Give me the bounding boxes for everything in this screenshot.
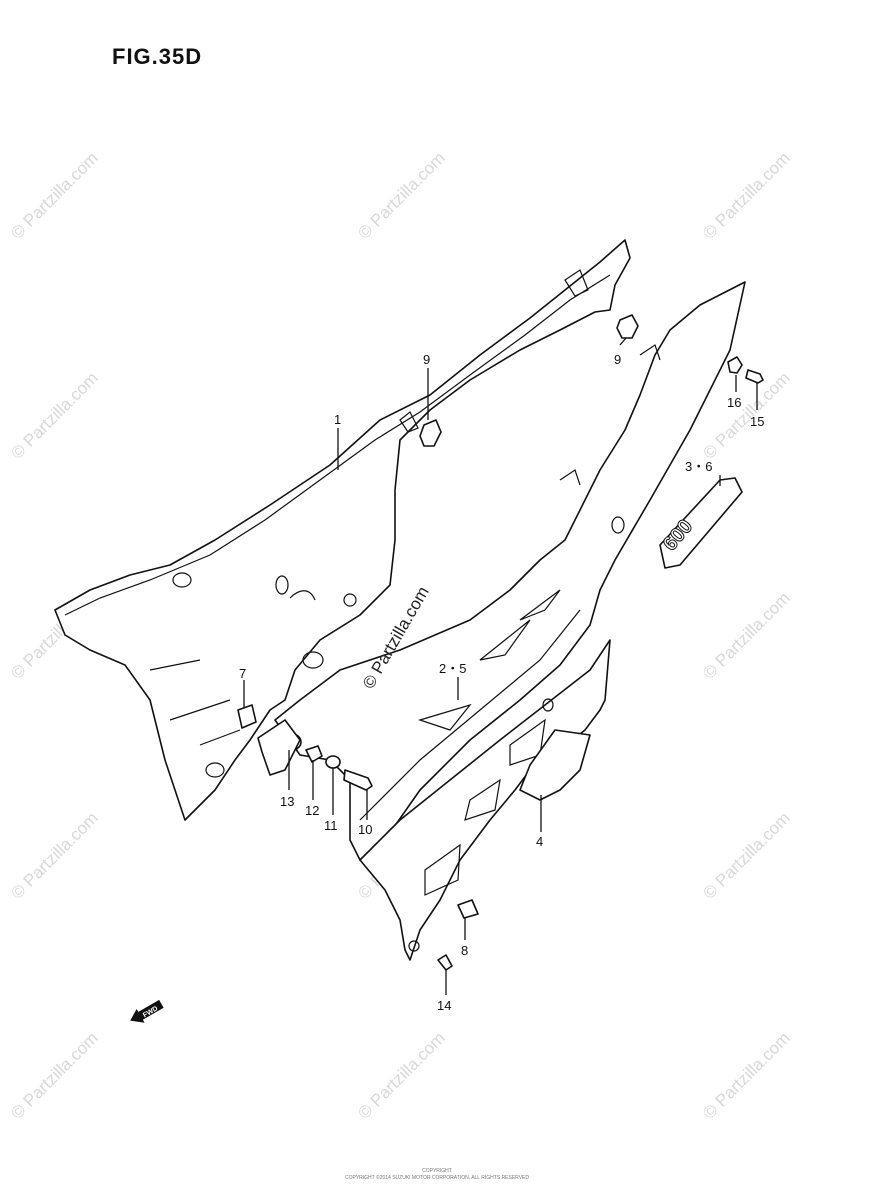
part-2-5-frame-cover — [274, 281, 746, 861]
watermark: © Partzilla.com — [699, 588, 793, 682]
callout-11: 11 — [324, 818, 338, 833]
part-4-lower-panel — [359, 639, 611, 961]
footer-line-2: COPYRIGHT ©2014 SUZUKI MOTOR CORPORATION… — [344, 1175, 529, 1181]
watermark: © Partzilla.com — [7, 808, 101, 902]
watermark: © Partzilla.com — [354, 1028, 448, 1122]
figure-title: FIG.35D — [112, 44, 203, 69]
callout-1: 1 — [334, 412, 341, 427]
part-1-seat-tail-cover — [54, 239, 631, 821]
leader-lines — [243, 337, 758, 995]
callout-7: 7 — [239, 666, 246, 681]
watermark: © Partzilla.com — [699, 1028, 793, 1122]
bracket-7 — [237, 704, 257, 729]
grommet-9-right — [616, 314, 639, 339]
fwd-label: FWD — [142, 1005, 159, 1019]
callout-12: 12 — [305, 803, 319, 818]
watermark: © Partzilla.com — [699, 148, 793, 242]
watermark: © Partzilla.com — [7, 148, 101, 242]
callout-13: 13 — [280, 794, 294, 809]
grommet-9-left — [419, 419, 442, 447]
collar-12 — [305, 745, 323, 763]
watermark: © Partzilla.com — [7, 1028, 101, 1122]
cushion-8 — [457, 899, 479, 919]
bracket-plate — [257, 719, 301, 776]
hardware — [237, 314, 764, 971]
watermark: © Partzilla.com — [7, 368, 101, 462]
screw-15 — [745, 369, 764, 384]
bolt-10 — [343, 769, 373, 791]
callout-4: 4 — [536, 834, 543, 849]
callout-labels: 1 9 9 16 15 3・6 2・5 7 13 12 11 10 4 8 14 — [239, 352, 764, 1013]
callout-9-right: 9 — [614, 352, 621, 367]
footer-line-1: COPYRIGHT — [422, 1168, 452, 1174]
part-3-6-emblem: 600 — [658, 477, 743, 569]
nut-16 — [727, 356, 743, 374]
callout-2-5: 2・5 — [439, 661, 466, 676]
callout-14: 14 — [437, 998, 451, 1013]
screw-14 — [437, 954, 453, 971]
watermark: © Partzilla.com — [699, 808, 793, 902]
fwd-arrow-icon: FWD — [130, 999, 164, 1023]
washer-11 — [325, 755, 341, 769]
callout-15: 15 — [750, 414, 764, 429]
copyright-footer: COPYRIGHT COPYRIGHT ©2014 SUZUKI MOTOR C… — [0, 1168, 874, 1182]
callout-16: 16 — [727, 395, 741, 410]
callout-8: 8 — [461, 943, 468, 958]
callout-10: 10 — [358, 822, 372, 837]
callout-9-left: 9 — [423, 352, 430, 367]
watermark: © Partzilla.com — [354, 148, 448, 242]
callout-3-6: 3・6 — [685, 459, 712, 474]
